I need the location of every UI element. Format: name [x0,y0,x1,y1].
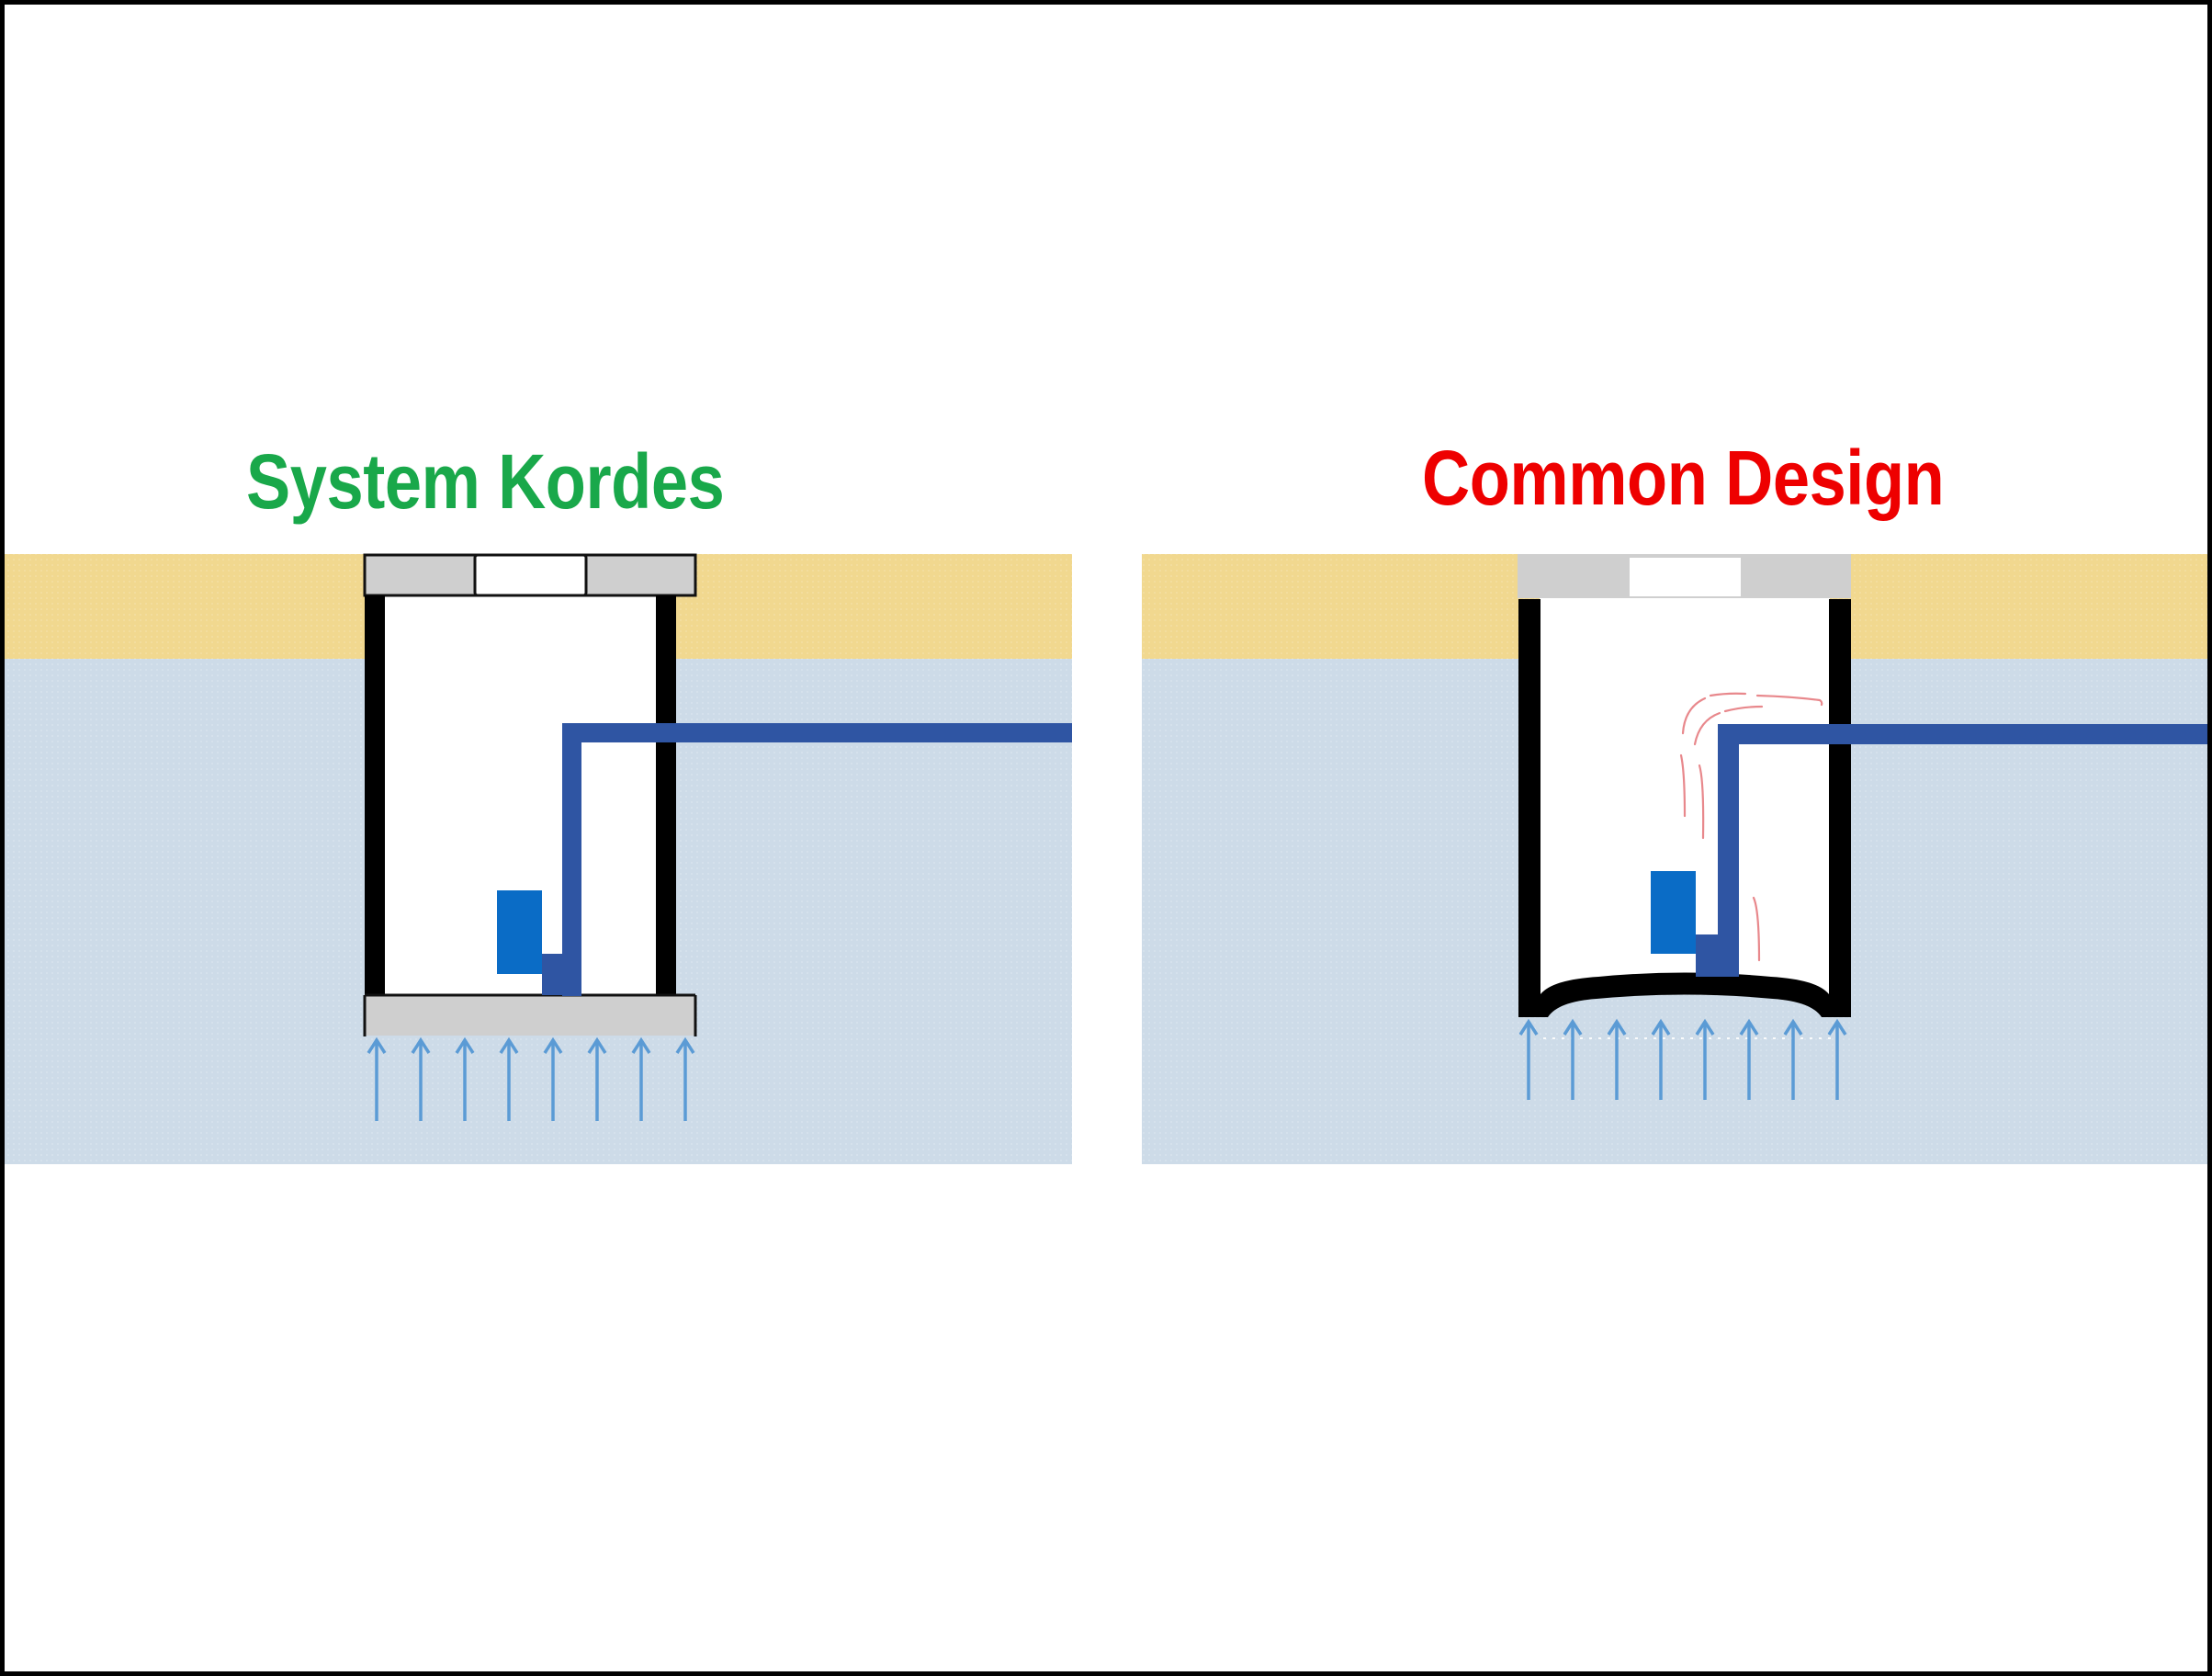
shaft-lid [363,553,697,597]
discharge-pipe [1696,724,2207,977]
uplift-arrow [367,1036,387,1121]
uplift-arrow [1607,1018,1627,1100]
uplift-arrows [1518,1018,1847,1100]
access-hatch [473,553,588,597]
pump [497,890,542,974]
uplift-arrow [675,1036,695,1121]
uplift-arrow [499,1036,519,1121]
panel-common-design [1142,554,2207,1164]
shaft-wall-right [656,595,676,996]
uplift-arrow [1739,1018,1759,1100]
uplift-arrow [631,1036,651,1121]
shaft-wall-left [365,595,385,996]
base-slab-flat [365,995,695,1036]
uplift-arrow [1518,1018,1539,1100]
uplift-arrow [543,1036,563,1121]
uplift-arrows [367,1036,695,1121]
uplift-arrow [1827,1018,1847,1100]
uplift-arrow [587,1036,607,1121]
panel-title-common-design: Common Design [1422,435,1945,521]
uplift-arrow [1783,1018,1803,1100]
access-hatch [1630,558,1741,596]
panel-title-system-kordes: System Kordes [246,438,725,525]
uplift-arrow [411,1036,431,1121]
discharge-pipe [542,723,1072,996]
uplift-arrow [1563,1018,1583,1100]
panel-system-kordes [5,553,1072,1164]
pump [1651,871,1696,954]
uplift-arrow [455,1036,475,1121]
pump-movement-lines [1679,692,1823,962]
base-curved [1540,972,1829,1017]
shaft-wall-right [1829,599,1851,1017]
shaft-lid [1518,554,1851,598]
uplift-arrow [1695,1018,1715,1100]
shaft-wall-left [1518,599,1540,1017]
uplift-arrow [1651,1018,1671,1100]
